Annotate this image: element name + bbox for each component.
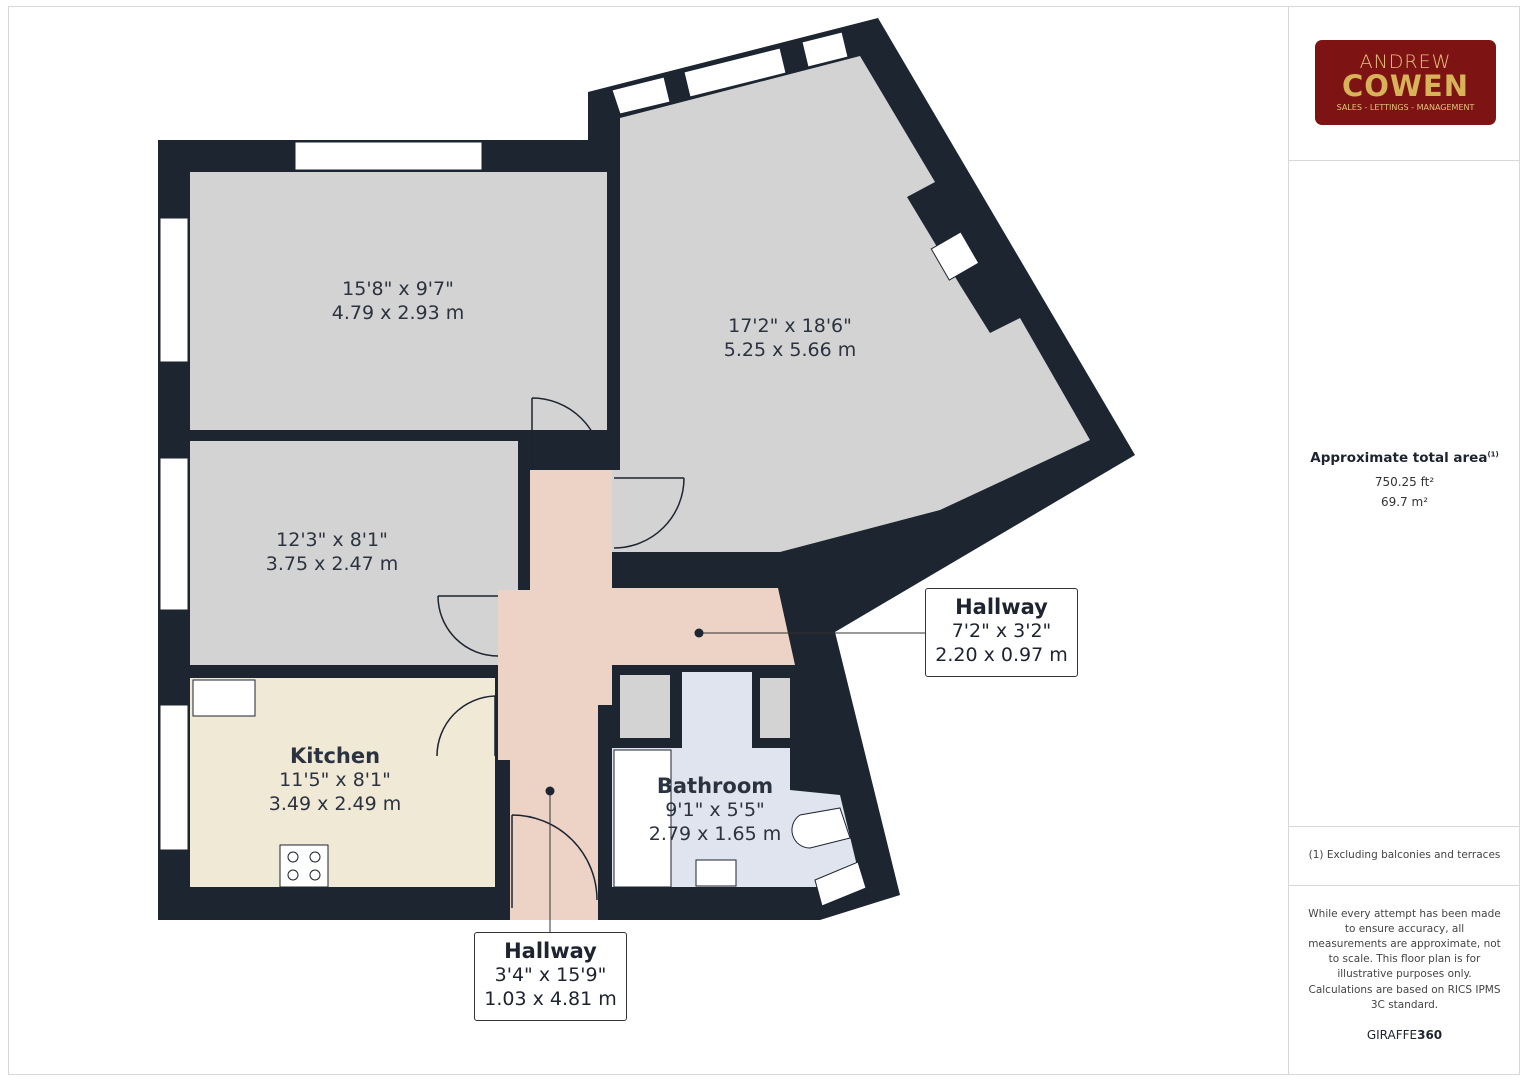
room-imperial: 17'2" x 18'6" xyxy=(728,315,852,337)
logo-tagline: SALES - LETTINGS - MANAGEMENT xyxy=(1336,103,1475,112)
room-label-living: 17'2" x 18'6" 5.25 x 5.66 m xyxy=(724,314,856,362)
hallway-marker-2 xyxy=(545,786,555,796)
living-room-floor xyxy=(612,56,1090,552)
room-metric: 3.75 x 2.47 m xyxy=(265,553,399,575)
room-imperial: 15'8" x 9'7" xyxy=(342,278,454,300)
room-name: Hallway xyxy=(955,595,1048,619)
hallway-marker-1 xyxy=(694,628,704,638)
room-label-bathroom: Bathroom 9'1" x 5'5" 2.79 x 1.65 m xyxy=(649,774,781,846)
divider xyxy=(1289,885,1520,886)
bedroom-1-floor xyxy=(190,172,607,430)
basin xyxy=(695,859,737,887)
sink xyxy=(192,679,256,717)
area-ft: 750.25 ft² xyxy=(1374,475,1435,489)
brand-suffix: 360 xyxy=(1417,1028,1443,1042)
agent-logo: ANDREW COWEN SALES - LETTINGS - MANAGEME… xyxy=(1315,40,1496,125)
toilet xyxy=(791,807,851,849)
cupboard-1 xyxy=(620,675,670,738)
room-imperial: 7'2" x 3'2" xyxy=(951,620,1052,642)
page-frame xyxy=(8,6,1520,1075)
door-swings xyxy=(436,397,685,908)
room-label-bedroom-2: 12'3" x 8'1" 3.75 x 2.47 m xyxy=(266,528,398,576)
room-name: Kitchen xyxy=(289,744,381,768)
hallway-floor xyxy=(498,470,795,920)
windows xyxy=(159,31,867,907)
disclaimer: While every attempt has been made to ens… xyxy=(1308,908,1501,980)
logo-line2: COWEN xyxy=(1341,69,1469,103)
room-name: Bathroom xyxy=(656,774,774,798)
divider xyxy=(1289,826,1520,827)
bedroom-2-floor xyxy=(190,441,518,665)
divider xyxy=(1289,160,1520,161)
room-imperial: 12'3" x 8'1" xyxy=(276,529,388,551)
room-name: Hallway xyxy=(504,939,597,963)
room-imperial: 3'4" x 15'9" xyxy=(494,964,607,986)
room-metric: 4.79 x 2.93 m xyxy=(331,302,465,324)
area-summary: Approximate total area(1) 750.25 ft² 69.… xyxy=(1289,450,1520,509)
room-label-bedroom-1: 15'8" x 9'7" 4.79 x 2.93 m xyxy=(332,277,464,325)
footnote: (1) Excluding balconies and terraces xyxy=(1308,849,1501,861)
room-imperial: 11'5" x 8'1" xyxy=(279,769,391,791)
hob xyxy=(279,844,329,888)
area-title: Approximate total area xyxy=(1310,450,1488,466)
room-metric: 2.20 x 0.97 m xyxy=(935,644,1068,666)
brand-prefix: GIRAFFE xyxy=(1366,1028,1418,1042)
room-imperial: 9'1" x 5'5" xyxy=(665,799,765,821)
logo-line1: ANDREW xyxy=(1359,51,1452,73)
room-metric: 3.49 x 2.49 m xyxy=(268,793,402,815)
fireplace xyxy=(930,231,980,281)
cupboard-2 xyxy=(760,678,790,738)
room-label-kitchen: Kitchen 11'5" x 8'1" 3.49 x 2.49 m xyxy=(269,744,401,816)
info-panel: ANDREW COWEN SALES - LETTINGS - MANAGEME… xyxy=(1288,6,1520,1075)
bath xyxy=(613,749,672,888)
room-metric: 1.03 x 4.81 m xyxy=(484,988,617,1010)
room-label-hallway-1: Hallway 7'2" x 3'2" 2.20 x 0.97 m xyxy=(925,588,1078,677)
calculation-note: Calculations are based on RICS IPMS 3C s… xyxy=(1308,984,1501,1011)
footnote-mark: (1) xyxy=(1487,450,1499,459)
room-metric: 2.79 x 1.65 m xyxy=(648,823,782,845)
area-m: 69.7 m² xyxy=(1380,495,1429,509)
room-label-hallway-2: Hallway 3'4" x 15'9" 1.03 x 4.81 m xyxy=(474,932,627,1021)
brand-mark: GIRAFFE360 xyxy=(1289,1028,1520,1042)
room-metric: 5.25 x 5.66 m xyxy=(723,339,857,361)
